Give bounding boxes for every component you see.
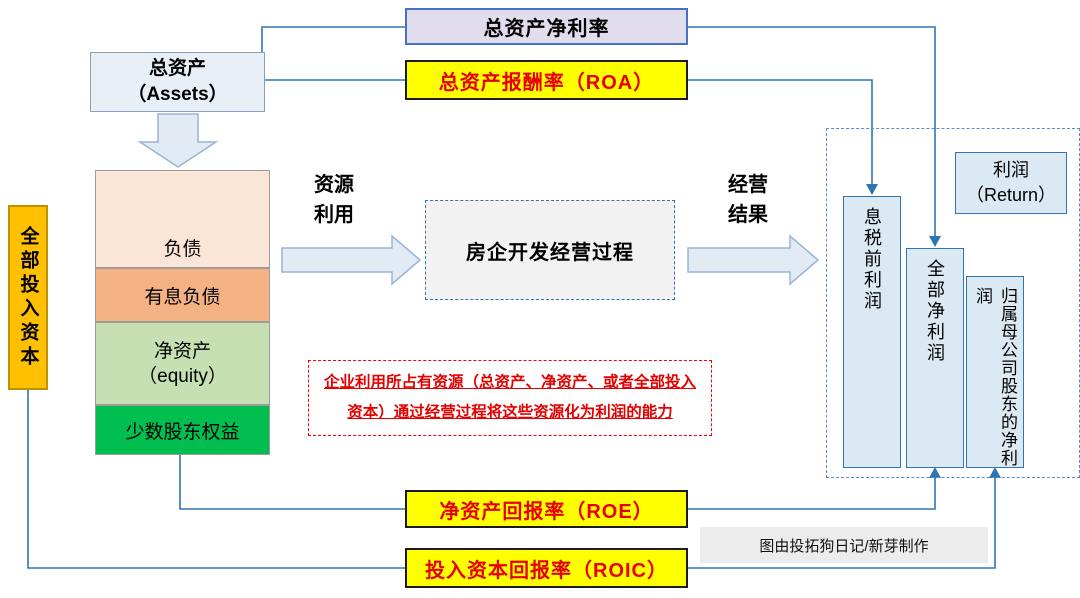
liabilities-label: 负债 xyxy=(163,239,202,260)
resource-use-label: 资源 利用 xyxy=(296,170,372,230)
credit-label: 图由投拓狗日记/新芽制作 xyxy=(759,537,929,555)
capability-note-line2: 资本）通过经营过程将这些资源化为利润的能力 xyxy=(347,404,673,421)
block-arrow-result-right-icon xyxy=(687,234,820,286)
connector-equity-to-roe xyxy=(179,455,405,510)
resource-use-line2: 利用 xyxy=(314,204,354,226)
total-assets-stack: 负债 有息负债 净资产 （equity） 少数股东权益 xyxy=(95,170,270,455)
operating-result-line1: 经营 xyxy=(728,174,768,196)
return-line2: （Return） xyxy=(965,185,1057,205)
return-box: 利润 （Return） xyxy=(955,152,1067,214)
capability-note-line1: 企业利用所占有资源（总资产、净资产、或者全部投入 xyxy=(323,374,696,391)
liabilities-segment: 负债 xyxy=(95,170,270,268)
total-asset-net-margin-label: 总资产净利率 xyxy=(483,18,610,40)
return-text: 利润 （Return） xyxy=(966,158,1056,208)
total-net-profit-label: 全部净利润 xyxy=(925,259,945,364)
capability-note-box: 企业利用所占有资源（总资产、净资产、或者全部投入 资本）通过经营过程将这些资源化… xyxy=(308,360,712,436)
total-net-profit-bar: 全部净利润 xyxy=(906,248,964,468)
invested-capital-box: 全部投入资本 xyxy=(8,205,48,390)
ebit-profit-bar: 息税前利润 xyxy=(843,196,901,468)
block-arrow-resource-right-icon xyxy=(281,234,422,286)
development-process-label: 房企开发经营过程 xyxy=(466,241,634,264)
equity-line1: 净资产 xyxy=(153,340,211,362)
block-arrow-assets-down-icon xyxy=(137,113,219,168)
total-assets-line1: 总资产 xyxy=(148,58,206,79)
equity-text: 净资产 （equity） xyxy=(138,339,227,389)
total-assets-box: 总资产 （Assets） xyxy=(90,52,265,112)
interest-bearing-liabilities-segment: 有息负债 xyxy=(95,268,270,322)
minority-interest-label: 少数股东权益 xyxy=(125,421,240,443)
roa-box: 总资产报酬率（ROA） xyxy=(405,60,688,100)
equity-segment: 净资产 （equity） xyxy=(95,322,270,405)
roic-box: 投入资本回报率（ROIC） xyxy=(405,548,688,588)
interest-bearing-liabilities-label: 有息负债 xyxy=(144,286,221,308)
capability-note-text: 企业利用所占有资源（总资产、净资产、或者全部投入 资本）通过经营过程将这些资源化… xyxy=(324,368,696,428)
connector-assets-to-netmargin xyxy=(261,26,405,52)
parent-net-profit-bar: 归属母公司股东的净利润 xyxy=(966,276,1024,468)
return-line1: 利润 xyxy=(993,160,1029,180)
roe-box: 净资产回报率（ROE） xyxy=(405,490,688,528)
operating-result-line2: 结果 xyxy=(728,204,768,226)
invested-capital-label: 全部投入资本 xyxy=(17,225,39,370)
operating-result-label: 经营 结果 xyxy=(710,170,786,230)
total-asset-net-margin-box: 总资产净利率 xyxy=(405,8,688,45)
ebit-profit-label: 息税前利润 xyxy=(862,207,882,312)
roa-label: 总资产报酬率（ROA） xyxy=(438,71,655,94)
roic-label: 投入资本回报率（ROIC） xyxy=(425,559,668,582)
minority-interest-segment: 少数股东权益 xyxy=(95,405,270,455)
roe-label: 净资产回报率（ROE） xyxy=(439,500,654,523)
credit-box: 图由投拓狗日记/新芽制作 xyxy=(700,527,988,563)
parent-net-profit-label: 归属母公司股东的净利润 xyxy=(973,287,1017,467)
resource-use-line1: 资源 xyxy=(314,174,354,196)
equity-line2: （equity） xyxy=(138,365,227,387)
connector-roe-to-netprofit xyxy=(688,477,936,510)
development-process-box: 房企开发经营过程 xyxy=(425,200,675,300)
total-assets-text: 总资产 （Assets） xyxy=(127,56,227,108)
total-assets-line2: （Assets） xyxy=(127,84,228,105)
